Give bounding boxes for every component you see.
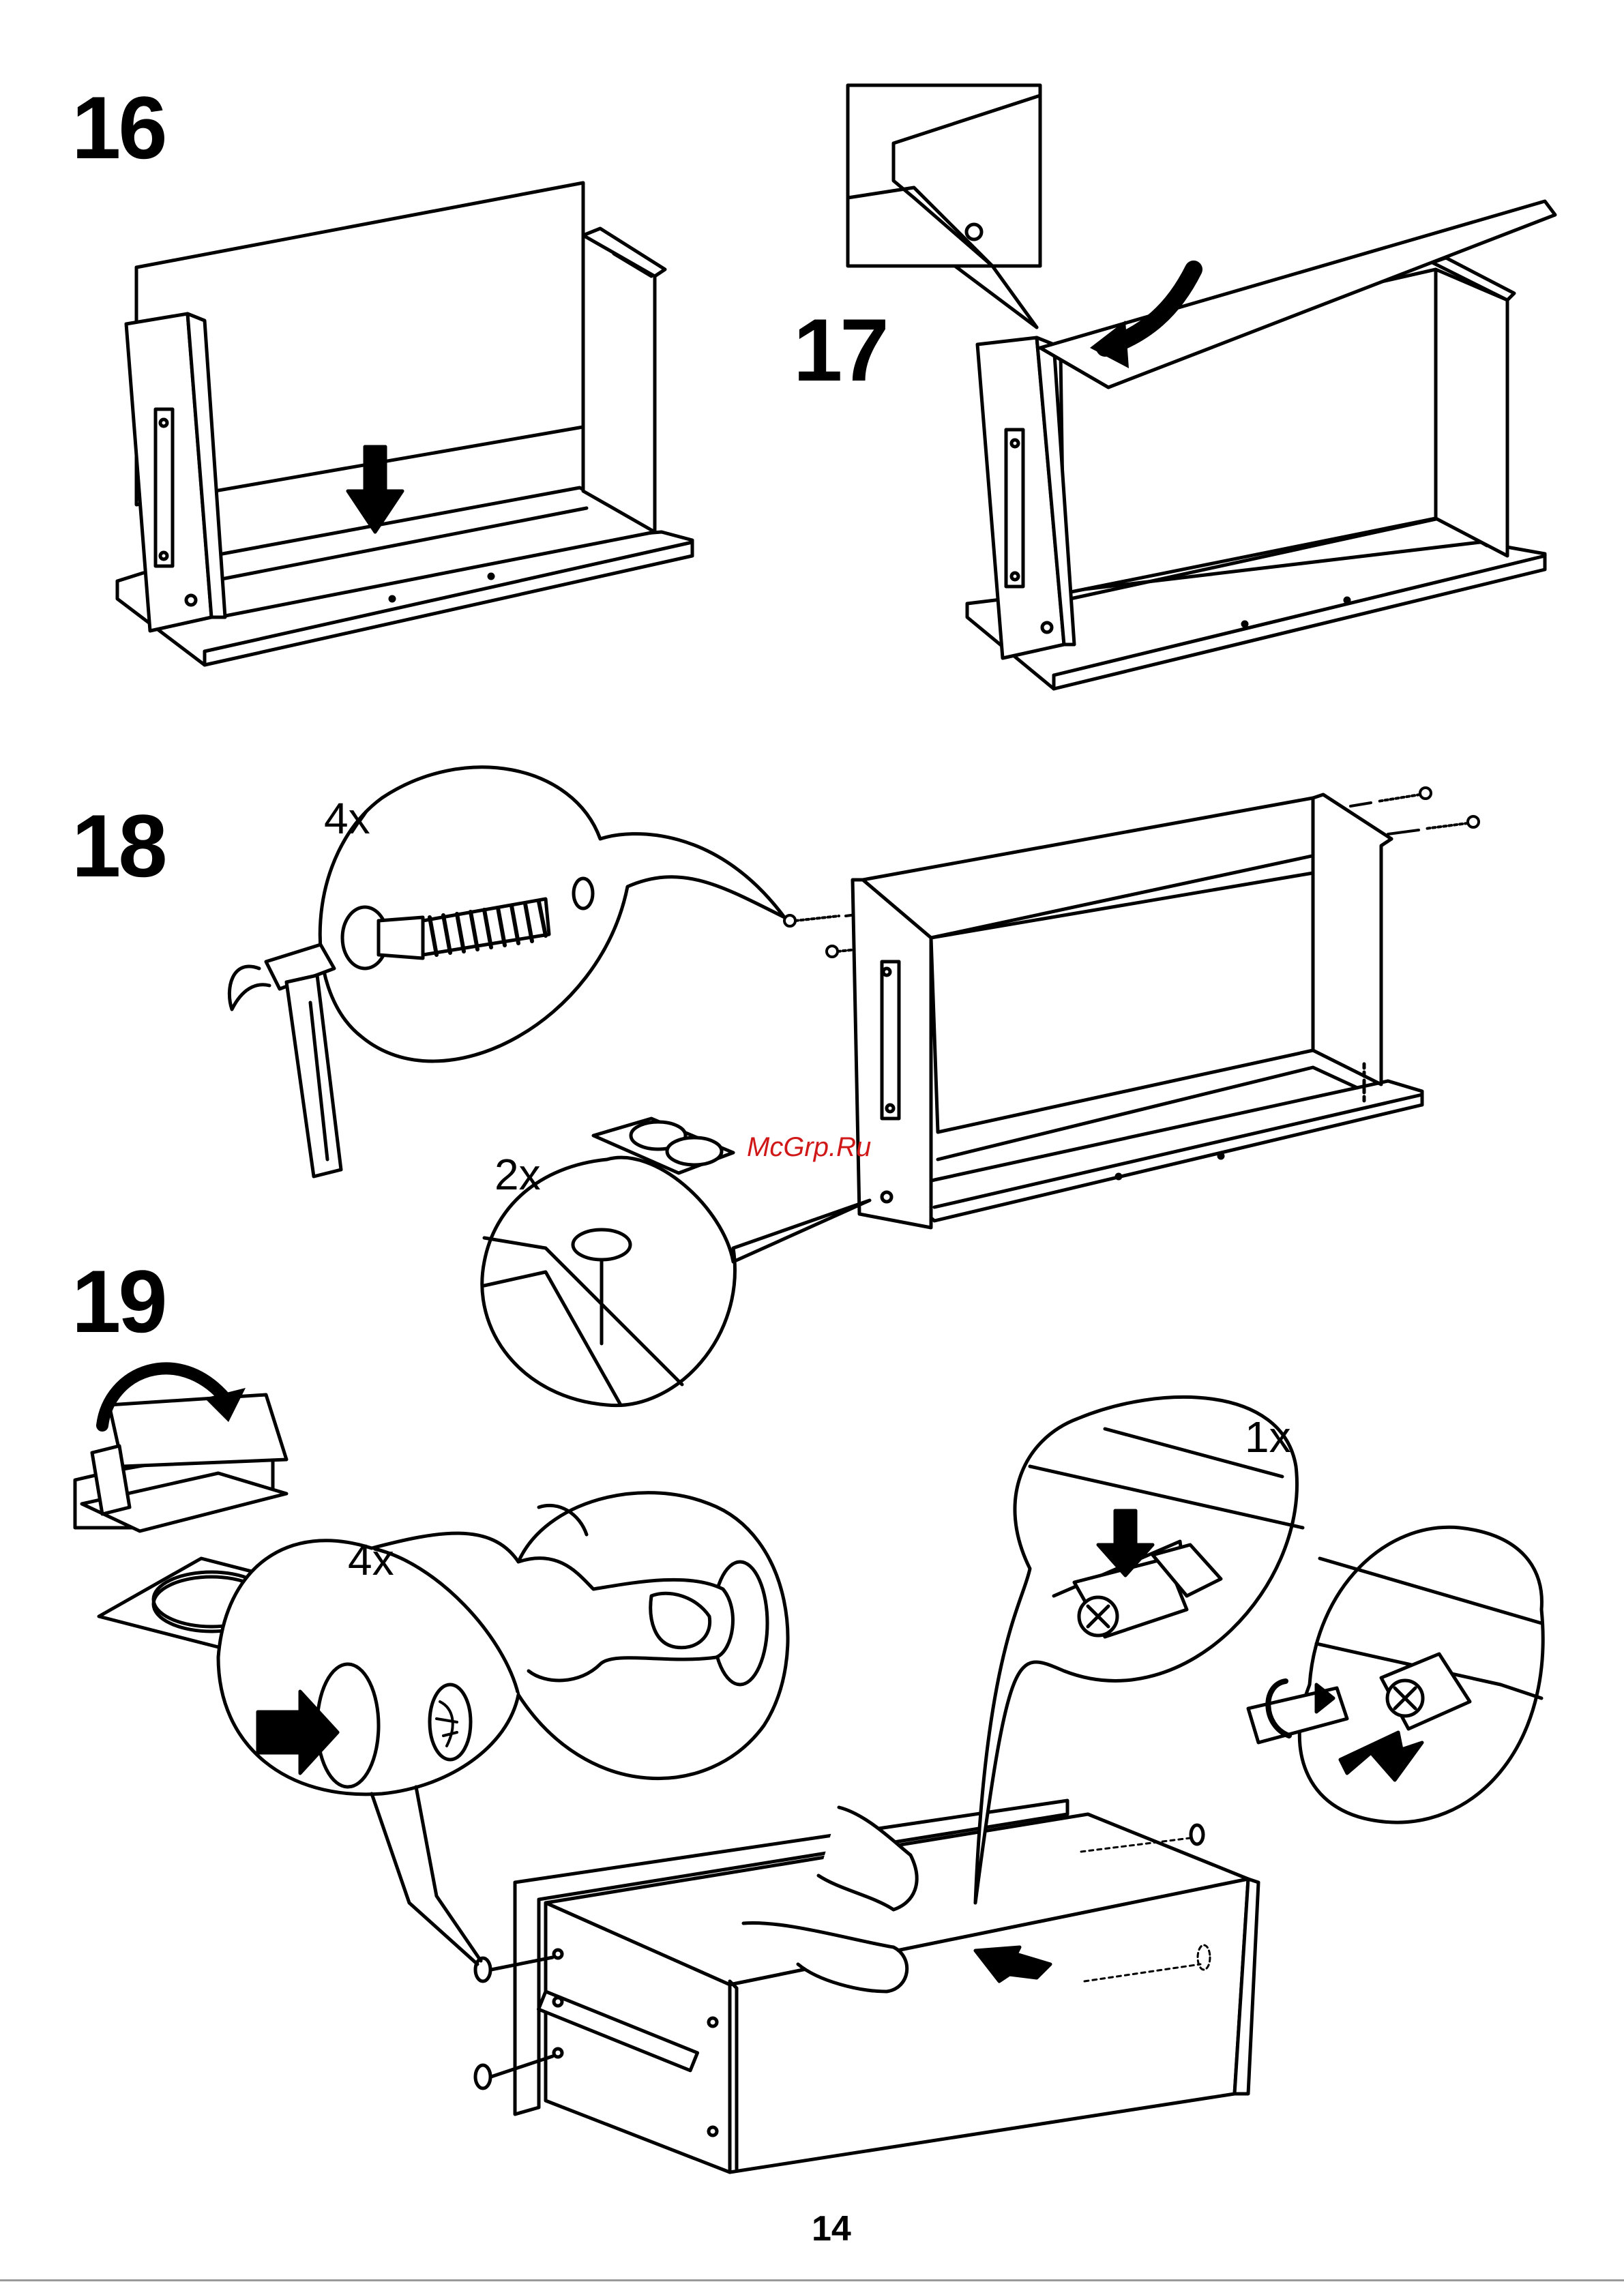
step-number-18: 18 — [72, 801, 165, 890]
step-18-illustration — [229, 767, 1479, 1406]
step-number-17: 17 — [793, 306, 887, 394]
step-number-16: 16 — [72, 83, 165, 172]
dowel-quantity-label: 4x — [324, 797, 370, 840]
page-number: 14 — [812, 2208, 851, 2249]
step-19-illustration — [75, 1368, 1543, 2172]
bracket-quantity-label: 1x — [1245, 1415, 1291, 1459]
watermark: McGrp.Ru — [747, 1132, 871, 1163]
step-17-illustration — [848, 85, 1555, 689]
pad-quantity-label: 4x — [348, 1538, 394, 1582]
step-number-19: 19 — [72, 1257, 165, 1346]
felt-pad-quantity-label: 2x — [494, 1153, 541, 1196]
step-16-illustration — [117, 183, 692, 665]
bottom-divider — [0, 2279, 1624, 2281]
